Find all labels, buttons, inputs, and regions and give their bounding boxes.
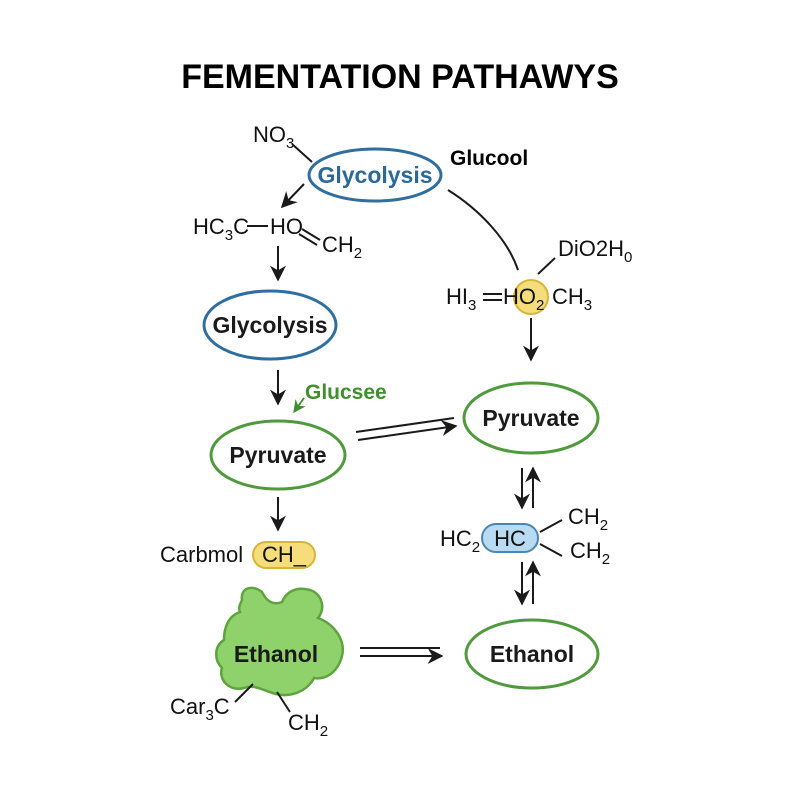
hc-highlight — [481, 523, 539, 553]
bond-ch2-bottom — [276, 691, 291, 713]
glycolysis-mid-label: Glycolysis — [212, 312, 327, 338]
no3-formula: NO3 — [253, 122, 294, 152]
bond-no3 — [291, 143, 313, 163]
ethanol-amoeba-node — [215, 586, 345, 697]
ethanol-right-node — [464, 618, 600, 690]
bond-hc-ch2-b — [539, 543, 563, 557]
double-bond-b — [298, 233, 318, 246]
pyruvate-left-label: Pyruvate — [229, 442, 326, 468]
ho2-formula: HO2 — [503, 284, 544, 314]
ch2-formula-bottom: CH2 — [288, 710, 328, 740]
bond-hc-ch2-a — [539, 519, 563, 533]
page-title: FEMENTATION PATHAWYS — [181, 58, 619, 96]
glucsee-arrow — [293, 397, 306, 414]
ch3-formula: CH3 — [552, 284, 592, 314]
ch2-formula-b: CH2 — [570, 538, 610, 568]
pyruvate-left-node — [209, 419, 347, 491]
carbmol-tag-text: CH_ — [262, 542, 307, 567]
glucsee-label: Glucsee — [305, 381, 387, 404]
glucool-label: Glucool — [450, 147, 528, 170]
bond-dio2h0 — [537, 257, 556, 275]
ch2-formula-a: CH2 — [568, 504, 608, 534]
arrow-glycolysis-to-hc3c — [280, 183, 305, 209]
car3c-formula: Car3C — [170, 694, 230, 724]
hc-highlight-text: HC — [494, 526, 526, 551]
pyruvate-right-node — [462, 381, 600, 455]
ethanol-left-label: Ethanol — [234, 641, 318, 667]
double-arrow-bottom-line — [357, 420, 458, 441]
pyruvate-right-label: Pyruvate — [482, 405, 579, 431]
ethanol-right-label: Ethanol — [490, 641, 574, 667]
glycolysis-mid-node — [202, 289, 338, 361]
hi3-formula: HI3 — [446, 284, 476, 314]
double-arrow-top-line — [355, 417, 455, 433]
ho2-highlight — [513, 279, 549, 315]
ho-formula: HO — [270, 214, 303, 239]
curve-glycolysis-to-ho2 — [447, 189, 519, 271]
hc2-formula: HC2 — [440, 526, 480, 556]
carbmol-label: Carbmol — [160, 542, 243, 567]
glycolysis-top-node — [307, 147, 443, 203]
glycolysis-top-label: Glycolysis — [317, 162, 432, 188]
carbmol-tag — [252, 541, 316, 569]
double-bond-a — [301, 228, 321, 241]
hc3c-formula: HC3C — [193, 214, 249, 244]
ch2-formula-top: CH2 — [322, 232, 362, 262]
bond-car3c — [234, 683, 254, 703]
dio2h0-formula: DiO2H0 — [558, 236, 632, 266]
